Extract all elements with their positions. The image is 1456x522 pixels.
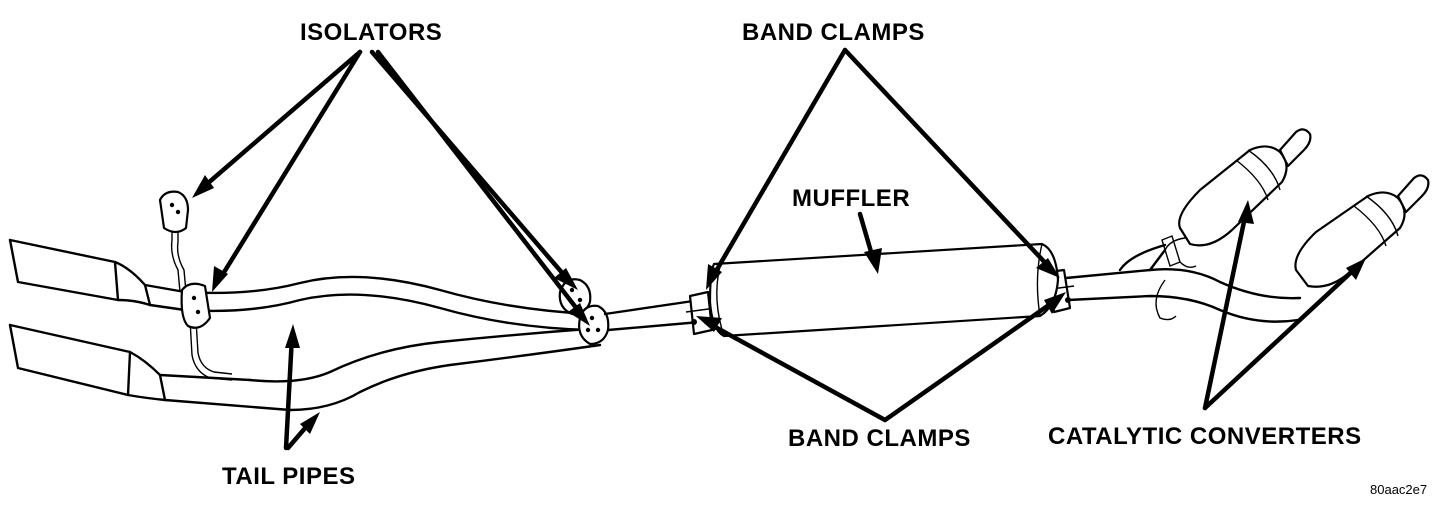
tail-pipes-label: TAIL PIPES [222, 463, 355, 490]
muffler-arrow [857, 211, 882, 274]
muffler-label: MUFFLER [792, 185, 910, 212]
band-clamps-bottom-label: BAND CLAMPS [788, 425, 971, 452]
y-pipe [1064, 243, 1302, 323]
tail-pipe-lower [8, 323, 602, 412]
catalytic-converter-lower [1294, 174, 1430, 288]
isolators-label: ISOLATORS [300, 19, 442, 46]
band-clamp-bottom-arrows [696, 292, 1066, 423]
catalytic-converter-arrows [1202, 200, 1366, 411]
isolator-mid-left [180, 282, 212, 329]
figure-code: 80aac2e7 [1370, 482, 1427, 497]
catalytic-converters-label: CATALYTIC CONVERTERS [1048, 423, 1362, 450]
muffler [708, 242, 1060, 338]
tail-pipe-upper [8, 238, 592, 332]
band-clamps-top-label: BAND CLAMPS [742, 19, 925, 46]
tail-pipe-arrows [283, 324, 320, 451]
isolator-top-left [158, 190, 190, 234]
intermediate-pipe [603, 298, 702, 332]
band-clamp-top-arrows [706, 47, 1060, 290]
isolator-center-lower [578, 304, 610, 346]
catalytic-converter-upper [1164, 128, 1312, 251]
converter-hangers [1155, 235, 1197, 321]
isolator-arrows [192, 49, 590, 326]
hanger-rods [170, 220, 233, 381]
